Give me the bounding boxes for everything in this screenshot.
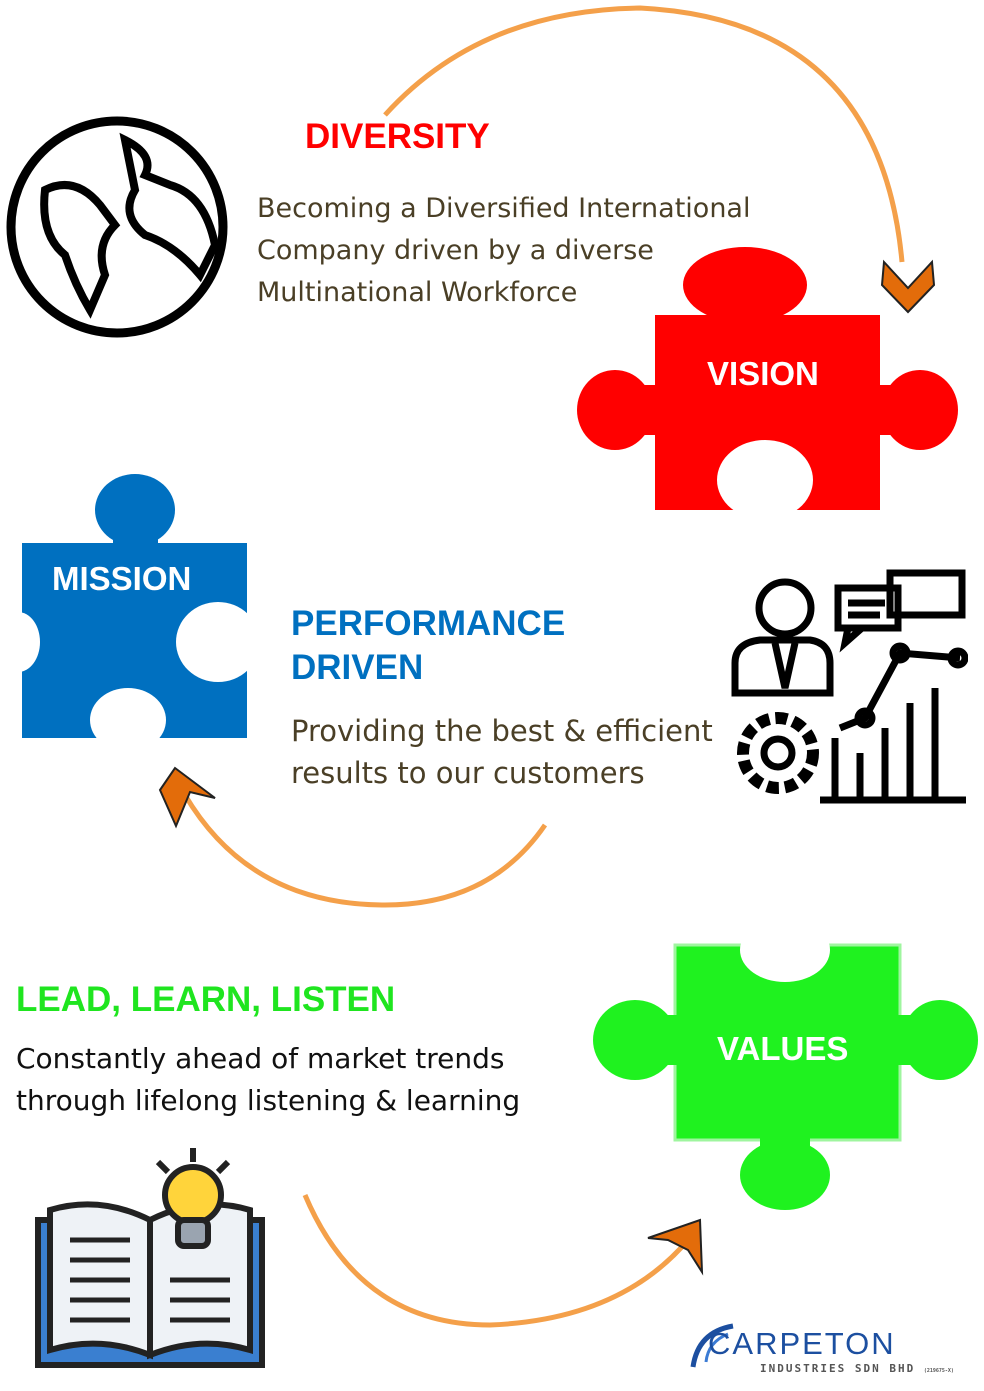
logo-name: CARPETON — [708, 1326, 896, 1361]
logo-subtitle-text: INDUSTRIES SDN BHD — [760, 1362, 916, 1375]
mission-label: MISSION — [52, 560, 192, 597]
vision-puzzle-piece — [577, 247, 958, 520]
lead-line: through lifelong listening & learning — [16, 1084, 521, 1117]
logo-subtitle: INDUSTRIES SDN BHD (219675-X) — [760, 1362, 954, 1375]
arc-top — [383, 5, 905, 263]
arrow-head-middle — [158, 766, 216, 829]
globe-icon — [6, 116, 228, 338]
book-lightbulb-icon — [35, 1148, 265, 1368]
performance-line: Providing the best & efficient — [291, 714, 713, 748]
vision-label: VISION — [707, 355, 819, 392]
arrow-head-top — [880, 259, 936, 314]
lead-line: Constantly ahead of market trends — [16, 1042, 505, 1075]
diversity-text: Becoming a Diversified International Com… — [257, 188, 750, 314]
performance-heading: PERFORMANCE DRIVEN — [291, 602, 565, 690]
mission-puzzle-piece — [18, 474, 258, 750]
values-puzzle-piece — [593, 935, 978, 1210]
diversity-line: Becoming a Diversified International — [257, 193, 751, 224]
performance-text: Providing the best & efficient results t… — [291, 710, 713, 794]
arrow-head-bottom — [647, 1218, 704, 1276]
diversity-line: Company driven by a diverse — [257, 235, 654, 266]
diversity-heading: DIVERSITY — [305, 117, 490, 156]
diversity-line: Multinational Workforce — [257, 277, 578, 308]
values-label: VALUES — [717, 1030, 849, 1067]
carpeton-logo: CARPETON INDUSTRIES SDN BHD (219675-X) — [688, 1322, 978, 1382]
logo-swoosh-icon — [690, 1323, 734, 1368]
logo-registration: (219675-X) — [923, 1368, 954, 1374]
business-performance-icon — [731, 569, 968, 804]
performance-heading-line: PERFORMANCE — [291, 604, 566, 643]
arc-middle — [182, 793, 548, 908]
performance-heading-line: DRIVEN — [291, 648, 424, 687]
lead-heading: LEAD, LEARN, LISTEN — [16, 980, 396, 1019]
performance-line: results to our customers — [291, 756, 645, 790]
arc-bottom — [302, 1194, 690, 1328]
lead-text: Constantly ahead of market trends throug… — [16, 1038, 520, 1122]
